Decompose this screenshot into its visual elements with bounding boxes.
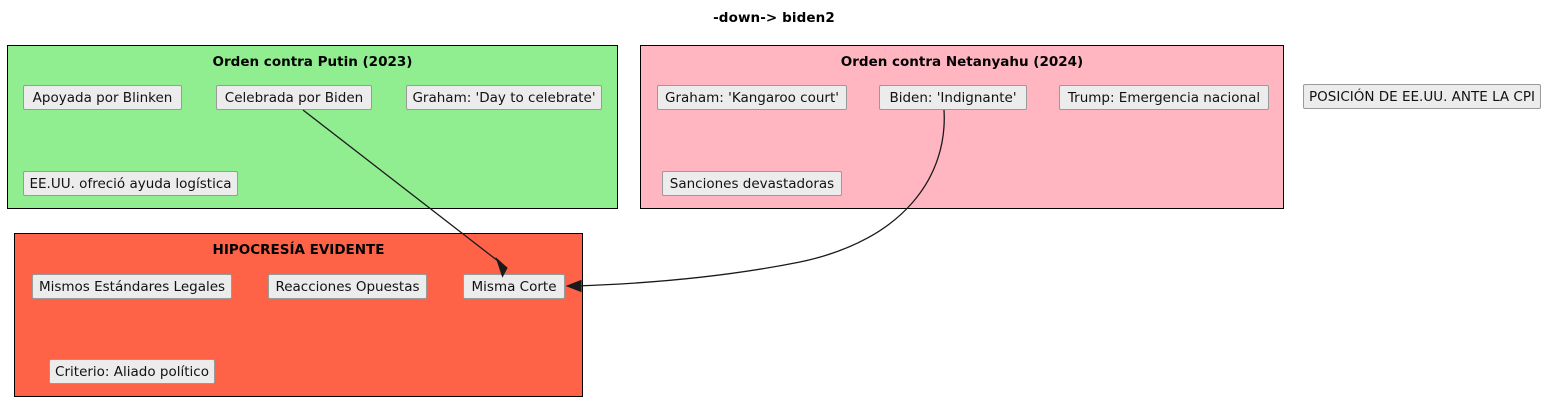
node-graham-day-to-celebrate[interactable]: Graham: 'Day to celebrate' [406,85,602,110]
node-apoyada-por-blinken[interactable]: Apoyada por Blinken [23,85,182,110]
node-biden-indignante[interactable]: Biden: 'Indignante' [879,85,1027,110]
cluster-orden-contra-netanyahu: Orden contra Netanyahu (2024) Graham: 'K… [640,45,1284,209]
node-celebrada-por-biden[interactable]: Celebrada por Biden [216,85,372,110]
cluster-orden-contra-putin: Orden contra Putin (2023) Apoyada por Bl… [7,45,618,209]
node-posicion-de-eeuu-ante-la-cpi[interactable]: POSICIÓN DE EE.UU. ANTE LA CPI [1303,84,1541,109]
node-reacciones-opuestas[interactable]: Reacciones Opuestas [268,274,427,299]
node-mismos-estandares-legales[interactable]: Mismos Estándares Legales [32,274,232,299]
node-eeuu-ofrecio-ayuda-logistica[interactable]: EE.UU. ofreció ayuda logística [23,171,238,196]
cluster-title-netanyahu: Orden contra Netanyahu (2024) [840,54,1084,70]
node-criterio-aliado-politico[interactable]: Criterio: Aliado político [49,359,215,384]
node-trump-emergencia-nacional[interactable]: Trump: Emergencia nacional [1059,85,1269,110]
cluster-title-hipocresia: HIPOCRESÍA EVIDENTE [212,242,385,258]
node-sanciones-devastadoras[interactable]: Sanciones devastadoras [662,171,842,196]
node-misma-corte[interactable]: Misma Corte [463,274,565,299]
cluster-title-putin: Orden contra Putin (2023) [212,54,413,70]
node-graham-kangaroo-court[interactable]: Graham: 'Kangaroo court' [657,85,847,110]
graph-title: -down-> biden2 [713,10,835,26]
cluster-hipocresia-evidente: HIPOCRESÍA EVIDENTE Mismos Estándares Le… [14,233,583,397]
